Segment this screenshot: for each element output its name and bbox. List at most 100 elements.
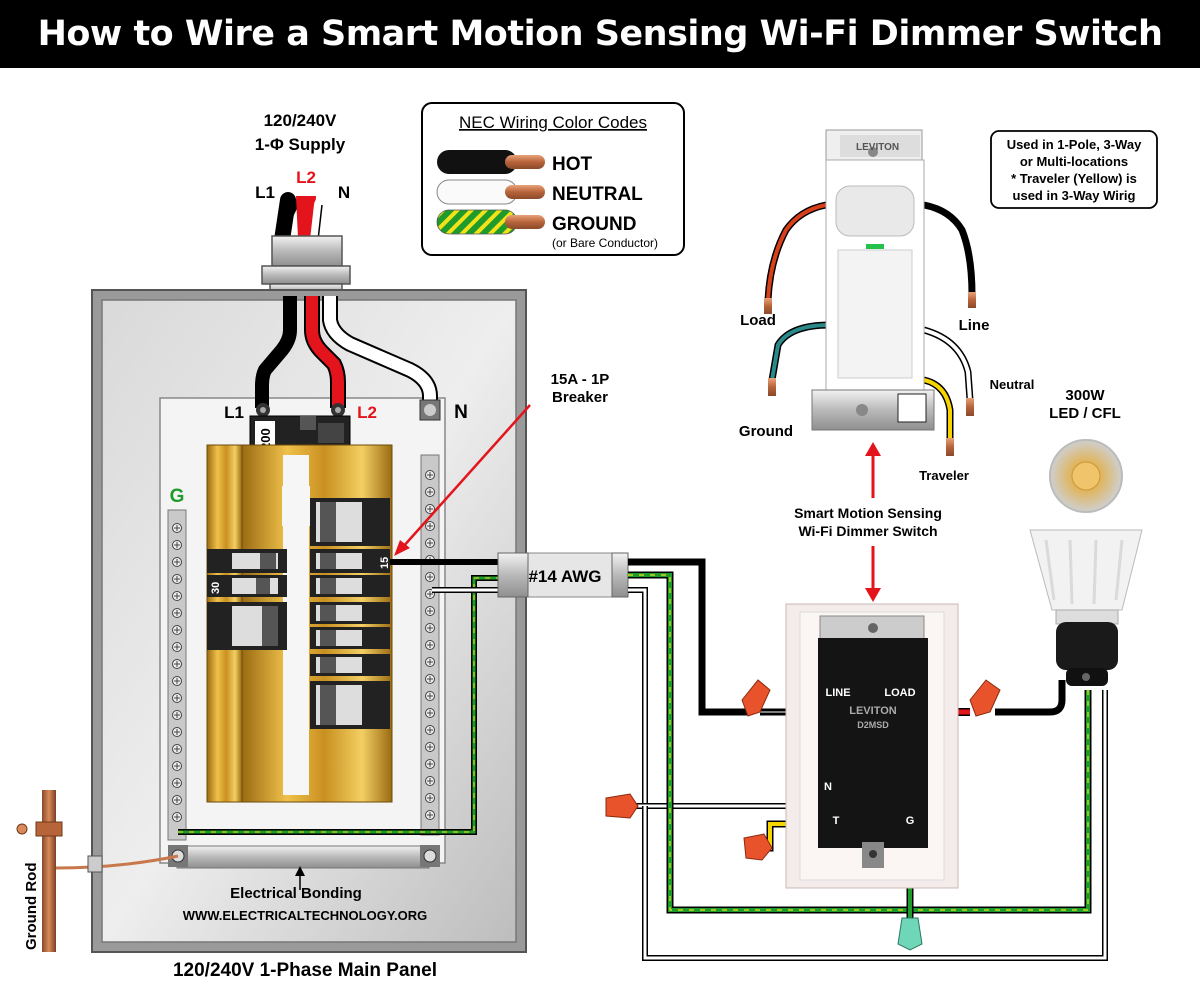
supply-phase: 1-Φ Supply — [255, 135, 346, 154]
supply-n-label: N — [338, 183, 350, 202]
switch-top-neutral-label: Neutral — [990, 377, 1035, 392]
terminal-screw-slot — [427, 506, 433, 512]
terminal-screw-slot — [427, 761, 433, 767]
breaker-label-1: 15A - 1P — [551, 371, 610, 388]
terminal-screw-slot — [174, 746, 180, 752]
neutral-bar — [420, 454, 440, 836]
breaker-15-label: 15 — [379, 557, 391, 569]
supply-wires — [274, 192, 330, 248]
terminal-screw-slot — [427, 489, 433, 495]
breakers-left — [207, 549, 287, 650]
main-lugs — [256, 399, 441, 421]
switch-back-t-label: T — [833, 815, 840, 827]
switch-caption-1: Smart Motion Sensing — [794, 505, 942, 521]
terminal-screw-slot — [427, 591, 433, 597]
terminal-screw-slot — [427, 812, 433, 818]
terminal-screw-slot — [427, 540, 433, 546]
panel-feed-wires — [255, 296, 438, 408]
terminal-screw-slot — [427, 472, 433, 478]
wiring-diagram: 120/240V 1-Φ Supply L1 L2 N NEC Wiring C… — [16, 102, 1158, 981]
switch-top-traveler-label: Traveler — [919, 468, 969, 483]
terminal-screw-slot — [174, 797, 180, 803]
led-lamp — [1029, 439, 1143, 686]
terminal-screw-slot — [427, 523, 433, 529]
switch-back-g-label: G — [906, 815, 915, 827]
wire-nuts — [605, 679, 1001, 951]
panel-n-label: N — [454, 402, 468, 423]
terminal-screw-slot — [174, 678, 180, 684]
terminal-screw-slot — [174, 695, 180, 701]
panel-l1-label: L1 — [224, 403, 244, 422]
terminal-screw-slot — [174, 814, 180, 820]
switch-top-load-label: Load — [740, 312, 776, 329]
switch-top-ground-label: Ground — [739, 423, 793, 440]
terminal-screw-slot — [174, 712, 180, 718]
ground-rod — [16, 790, 179, 952]
bonding-label: Electrical Bonding — [230, 885, 362, 902]
note-line-3: * Traveler (Yellow) is — [1011, 171, 1137, 186]
lamp-rating: 300W — [1065, 387, 1105, 404]
terminal-screw-slot — [427, 710, 433, 716]
nm-cable — [497, 552, 629, 598]
terminal-screw-slot — [174, 559, 180, 565]
supply-voltage: 120/240V — [264, 111, 337, 130]
legend-ground-note: (or Bare Conductor) — [552, 236, 658, 250]
terminal-screw-slot — [427, 625, 433, 631]
lamp-type: LED / CFL — [1049, 405, 1121, 422]
terminal-screw-slot — [427, 642, 433, 648]
terminal-screw-slot — [174, 644, 180, 650]
usage-note: Used in 1-Pole, 3-Way or Multi-locations… — [990, 130, 1158, 209]
terminal-screw-slot — [427, 795, 433, 801]
terminal-screw-slot — [427, 744, 433, 750]
switch-top-line-label: Line — [959, 317, 990, 334]
terminal-screw-slot — [174, 627, 180, 633]
terminal-screw-slot — [174, 729, 180, 735]
panel-l2-label: L2 — [357, 403, 377, 422]
switch-back-n-label: N — [824, 781, 832, 793]
ground-rod-label: Ground Rod — [23, 863, 40, 950]
switch-back-brand: LEVITON — [849, 705, 897, 717]
switch-top-brand: LEVITON — [856, 142, 899, 153]
terminal-screw-slot — [174, 763, 180, 769]
terminal-screw-slot — [174, 525, 180, 531]
legend-hot: HOT — [552, 154, 593, 175]
terminal-screw-slot — [174, 542, 180, 548]
breaker-label-2: Breaker — [552, 389, 608, 406]
terminal-screw-slot — [174, 610, 180, 616]
switch-wiring — [608, 558, 1108, 961]
switch-caption-2: Wi-Fi Dimmer Switch — [798, 523, 937, 539]
legend-ground: GROUND — [552, 214, 636, 235]
nec-legend: NEC Wiring Color Codes HOT NEUTRAL GROUN… — [421, 102, 685, 256]
switch-device-back — [785, 603, 959, 889]
switch-back-load-label: LOAD — [884, 687, 915, 699]
note-line-4: used in 3-Way Wirig — [1013, 188, 1136, 203]
note-line-1: Used in 1-Pole, 3-Way — [1007, 137, 1142, 152]
supply-l2-label: L2 — [296, 168, 316, 187]
panel-g-label: G — [170, 486, 185, 507]
breakers-right — [310, 498, 390, 729]
title-bar: How to Wire a Smart Motion Sensing Wi-Fi… — [0, 0, 1200, 68]
legend-title: NEC Wiring Color Codes — [459, 113, 647, 132]
switch-back-model: D2MSD — [857, 720, 889, 730]
legend-neutral: NEUTRAL — [552, 184, 643, 205]
supply-l1-label: L1 — [255, 183, 275, 202]
breaker-pointer-arrow — [401, 404, 531, 549]
note-line-2: or Multi-locations — [1020, 154, 1128, 169]
ground-bar — [167, 509, 187, 841]
terminal-screw-slot — [174, 661, 180, 667]
terminal-screw-slot — [427, 693, 433, 699]
terminal-screw-slot — [427, 659, 433, 665]
page-title: How to Wire a Smart Motion Sensing Wi-Fi… — [37, 14, 1163, 54]
terminal-screw-slot — [427, 778, 433, 784]
breaker-30-label: 30 — [210, 582, 222, 594]
terminal-screw-slot — [427, 727, 433, 733]
terminal-screw-slot — [174, 593, 180, 599]
terminal-screw-slot — [427, 676, 433, 682]
switch-back-line-label: LINE — [825, 687, 850, 699]
terminal-screw-slot — [427, 608, 433, 614]
cable-gauge-label: #14 AWG — [528, 567, 601, 586]
panel-caption: 120/240V 1-Phase Main Panel — [173, 960, 437, 981]
terminal-screw-slot — [427, 574, 433, 580]
website-label: WWW.ELECTRICALTECHNOLOGY.ORG — [183, 908, 428, 923]
switch-device-top — [764, 129, 976, 456]
